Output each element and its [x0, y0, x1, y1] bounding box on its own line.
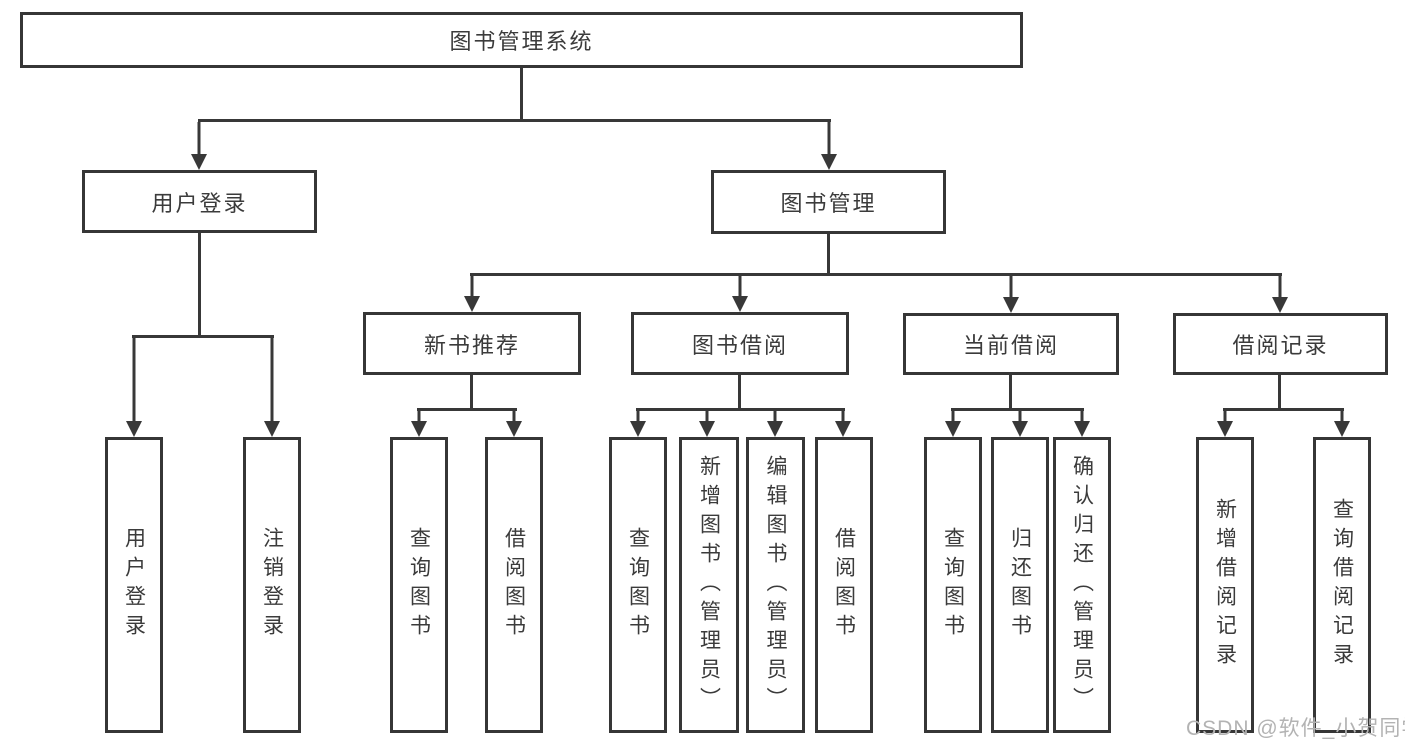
node-current-borrowing: 当前借阅 [903, 313, 1119, 375]
connector-level3-rail [470, 273, 1282, 276]
connector-borrowing-rail [636, 408, 845, 411]
node-user-login: 用户登录 [82, 170, 317, 233]
connector-level2-rail [198, 119, 831, 122]
arrow-down-icon-new-book-recommendation [464, 276, 480, 312]
arrow-down-icon-borrowing-records [1272, 276, 1288, 313]
connector-borrowing-stem [738, 375, 741, 408]
connector-recommend-stem [470, 375, 473, 408]
leaf-borrow-books-borrowing: 借阅图书 [815, 437, 873, 733]
arrow-down-icon-book-management [821, 122, 837, 170]
node-book-management: 图书管理 [711, 170, 946, 234]
leaf-user-login: 用户登录 [105, 437, 163, 733]
leaf-borrow-books-recommend: 借阅图书 [485, 437, 543, 733]
arrow-down-icon-borrow-books-recommend [506, 411, 522, 437]
arrow-down-icon-return-books [1012, 411, 1028, 437]
connector-user-login-stem [198, 233, 201, 335]
connector-book-management-stem [827, 234, 830, 273]
arrow-down-icon-query-borrow-record [1334, 411, 1350, 437]
csdn-watermark: CSDN @软件_小贺同学 [1186, 717, 1405, 740]
arrow-down-icon-user-login [191, 122, 207, 170]
leaf-return-books: 归还图书 [991, 437, 1049, 733]
node-library-management-system: 图书管理系统 [20, 12, 1023, 68]
leaf-logout: 注销登录 [243, 437, 301, 733]
leaf-add-borrow-record: 新增借阅记录 [1196, 437, 1254, 733]
connector-recommend-rail [417, 408, 517, 411]
leaf-query-books-current: 查询图书 [924, 437, 982, 733]
connector-user-login-rail [132, 335, 274, 338]
arrow-down-icon-query-books-borrowing [630, 411, 646, 437]
node-book-borrowing: 图书借阅 [631, 312, 849, 375]
node-new-book-recommendation: 新书推荐 [363, 312, 581, 375]
arrow-down-icon-add-book-admin [699, 411, 715, 437]
arrow-down-icon-leaf-user-login [126, 338, 142, 437]
leaf-add-book-admin: 新增图书（管理员） [679, 437, 739, 733]
arrow-down-icon-current-borrowing [1003, 276, 1019, 313]
connector-current-rail [951, 408, 1084, 411]
node-borrowing-records: 借阅记录 [1173, 313, 1388, 375]
leaf-query-borrow-record: 查询借阅记录 [1313, 437, 1371, 733]
arrow-down-icon-confirm-return-admin [1074, 411, 1090, 437]
connector-root-stem [520, 68, 523, 119]
arrow-down-icon-edit-book-admin [767, 411, 783, 437]
arrow-down-icon-leaf-logout [264, 338, 280, 437]
connector-current-stem [1009, 375, 1012, 408]
leaf-query-books-recommend: 查询图书 [390, 437, 448, 733]
arrow-down-icon-book-borrowing [732, 276, 748, 312]
connector-records-rail [1223, 408, 1344, 411]
arrow-down-icon-query-books-recommend [411, 411, 427, 437]
arrow-down-icon-borrow-books-borrowing [835, 411, 851, 437]
leaf-confirm-return-admin: 确认归还（管理员） [1053, 437, 1111, 733]
arrow-down-icon-query-books-current [945, 411, 961, 437]
leaf-query-books-borrowing: 查询图书 [609, 437, 667, 733]
arrow-down-icon-add-borrow-record [1217, 411, 1233, 437]
leaf-edit-book-admin: 编辑图书（管理员） [746, 437, 805, 733]
connector-records-stem [1278, 375, 1281, 408]
